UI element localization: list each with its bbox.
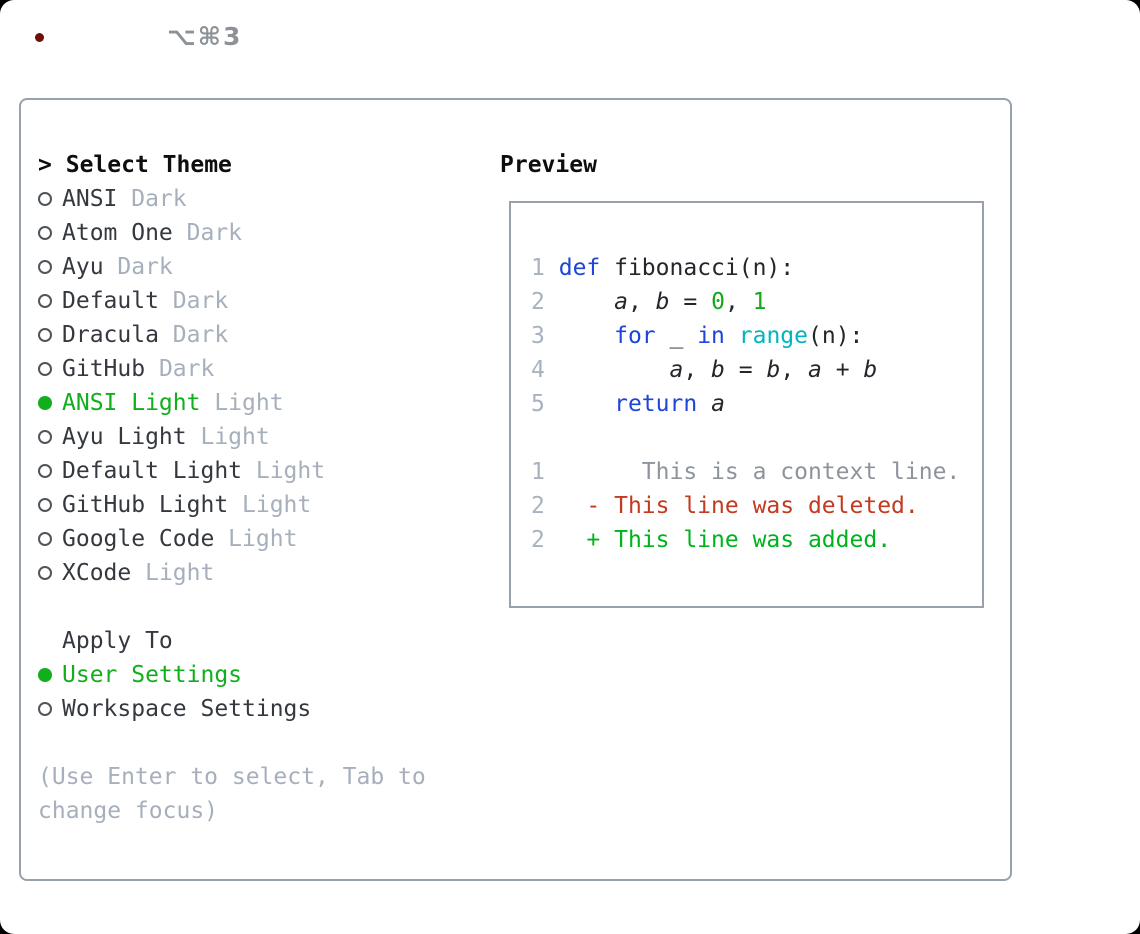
theme-option-name: Ayu [62, 254, 104, 280]
titlebar: ⌥⌘3 [0, 0, 1140, 74]
select-theme-header: > Select Theme [38, 148, 426, 182]
theme-option-name: XCode [62, 560, 132, 586]
theme-option[interactable]: Atom One Dark [38, 216, 426, 250]
theme-option-name: Default [62, 288, 159, 314]
code-line: 4 a, b = b, a + b [531, 357, 878, 383]
theme-option[interactable]: XCode Light [38, 556, 426, 590]
theme-option-tag: Light [186, 424, 270, 450]
code-line: 2 + This line was added. [531, 527, 892, 553]
apply-to-option[interactable]: User Settings [38, 658, 426, 692]
theme-option-name: GitHub [62, 356, 146, 382]
theme-option-tag: Light [131, 560, 215, 586]
radio-icon[interactable] [38, 532, 52, 546]
theme-option-name: ANSI Light [62, 390, 201, 416]
theme-option[interactable]: Ayu Light Light [38, 420, 426, 454]
theme-option-tag: Dark [172, 220, 243, 246]
theme-option[interactable]: GitHub Light Light [38, 488, 426, 522]
radio-icon[interactable] [38, 192, 52, 206]
theme-option-tag: Light [200, 390, 284, 416]
minimize-button[interactable] [67, 26, 90, 49]
radio-icon[interactable] [38, 464, 52, 478]
radio-icon[interactable] [38, 294, 52, 308]
theme-option-name: Google Code [62, 526, 215, 552]
theme-preview-panel: 1 def fibonacci(n): 2 a, b = 0, 1 3 for _ … [509, 201, 984, 608]
apply-to-header: Apply To [38, 624, 426, 658]
apply-to-option[interactable]: Workspace Settings [38, 692, 426, 726]
code-line: 3 for _ in range(n): [531, 323, 864, 349]
theme-option[interactable]: Default Light Light [38, 454, 426, 488]
preview-title: Preview [500, 152, 597, 178]
theme-option[interactable]: ANSI Dark [38, 182, 426, 216]
radio-icon[interactable] [38, 328, 52, 342]
theme-option[interactable]: GitHub Dark [38, 352, 426, 386]
theme-option-tag: Dark [117, 186, 187, 212]
code-line: 2 - This line was deleted. [531, 493, 919, 519]
radio-icon[interactable] [38, 362, 52, 376]
apply-to-title: Apply To [62, 628, 173, 654]
spacer [38, 726, 426, 760]
radio-icon[interactable] [38, 430, 52, 444]
theme-option-tag: Dark [158, 288, 229, 314]
theme-option[interactable]: Ayu Dark [38, 250, 426, 284]
theme-option-name: GitHub Light [62, 492, 229, 518]
theme-option[interactable]: Google Code Light [38, 522, 426, 556]
prompt-icon: > [38, 152, 52, 178]
preview-code: 1 def fibonacci(n): 2 a, b = 0, 1 3 for _ … [511, 203, 982, 557]
theme-option-name: Dracula [62, 322, 159, 348]
radio-icon[interactable] [38, 566, 52, 580]
theme-option-name: ANSI [62, 186, 118, 212]
theme-option[interactable]: Default Dark [38, 284, 426, 318]
radio-icon[interactable] [38, 498, 52, 512]
select-theme-title: Select Theme [65, 152, 232, 178]
code-line: 1 This is a context line. [531, 459, 961, 485]
theme-option-tag: Dark [145, 356, 215, 382]
code-line: 5 return a [531, 391, 725, 417]
theme-option-name: Default Light [62, 458, 243, 484]
theme-option[interactable]: Dracula Dark [38, 318, 426, 352]
theme-option-tag: Light [214, 526, 298, 552]
hint-line-1: (Use Enter to select, Tab to [38, 764, 426, 790]
theme-option-tag: Light [228, 492, 312, 518]
code-line [531, 421, 982, 455]
theme-option-tag: Dark [103, 254, 173, 280]
radio-icon[interactable] [38, 260, 52, 274]
apply-to-option-label: Workspace Settings [62, 696, 312, 722]
theme-option-name: Atom One [62, 220, 173, 246]
close-button[interactable] [28, 26, 51, 49]
theme-option-tag: Dark [158, 322, 229, 348]
zoom-button[interactable] [105, 26, 128, 49]
apply-to-option-label: User Settings [62, 662, 243, 688]
window-shortcut-label: ⌥⌘3 [167, 22, 243, 51]
theme-option-name: Ayu Light [62, 424, 187, 450]
code-line: 2 a, b = 0, 1 [531, 289, 767, 315]
theme-option-tag: Light [242, 458, 326, 484]
radio-icon[interactable] [38, 226, 52, 240]
spacer [38, 590, 426, 624]
radio-icon[interactable] [38, 702, 52, 716]
radio-selected-icon[interactable] [38, 396, 52, 410]
theme-option[interactable]: ANSI Light Light [38, 386, 426, 420]
code-line: 1 def fibonacci(n): [531, 255, 795, 281]
preview-header: Preview [500, 148, 597, 182]
radio-selected-icon[interactable] [38, 668, 52, 682]
hint-line-2: change focus) [38, 798, 219, 824]
